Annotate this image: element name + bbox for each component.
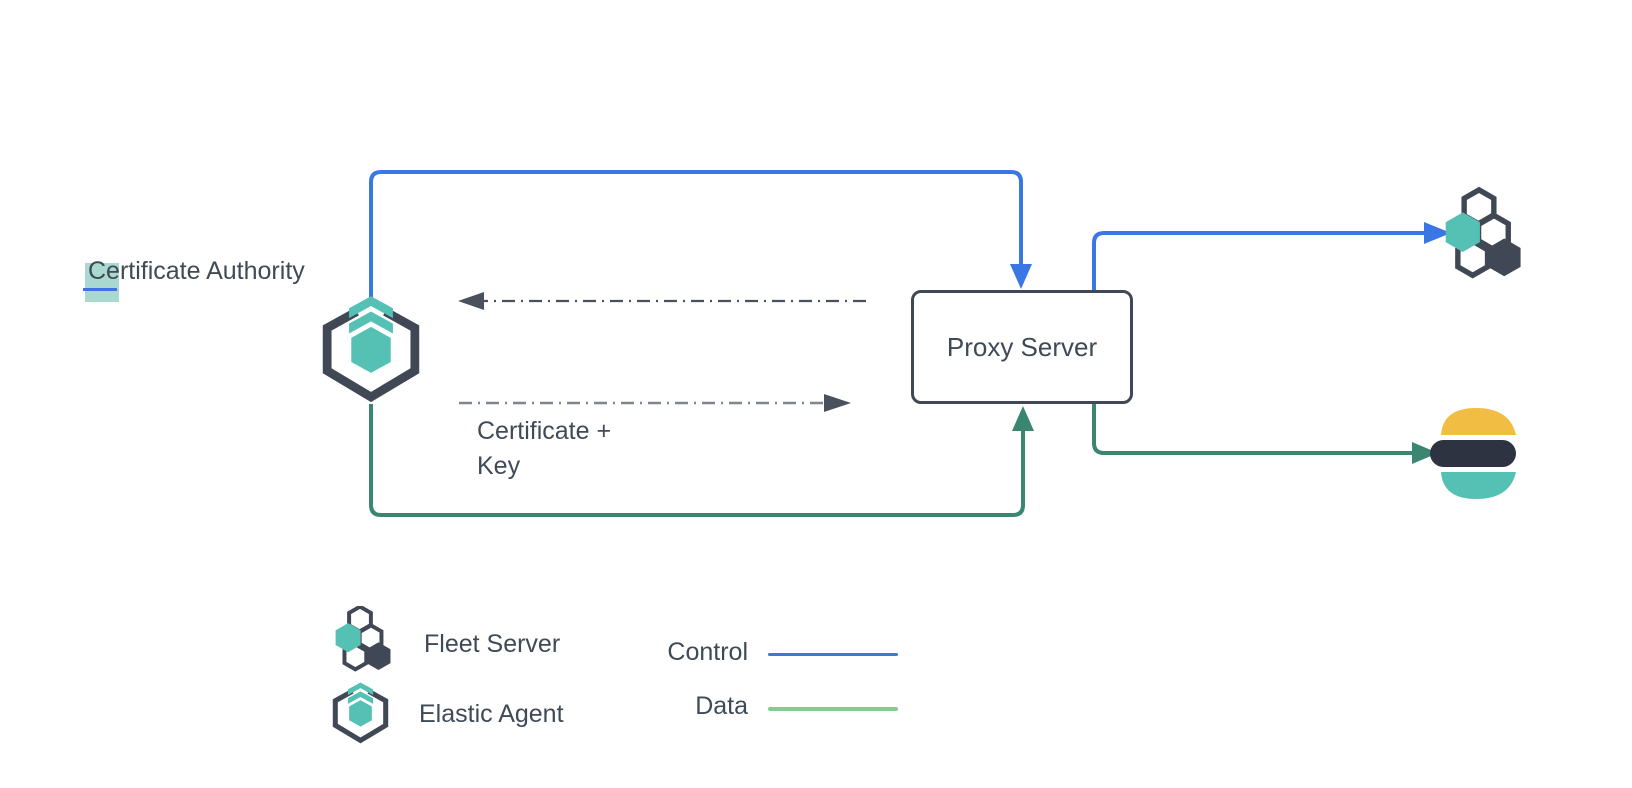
certificate-key-line2: Key <box>477 452 521 480</box>
data-edge-proxy-to-elasticsearch[interactable] <box>1092 404 1412 455</box>
legend-data-label: Data <box>695 692 748 720</box>
legend-data-line-swatch <box>768 707 898 711</box>
legend-elastic-agent-label: Elastic Agent <box>419 700 564 728</box>
certificate-authority-label[interactable]: Certificate Authority <box>88 257 305 285</box>
certificate-exchange-edge-left-arrowhead <box>458 292 484 310</box>
elasticsearch-logo-top-band <box>1441 408 1516 435</box>
elasticsearch-logo-middle-band <box>1430 440 1516 467</box>
data-edge-agent-to-proxy-arrowhead <box>1012 406 1034 431</box>
proxy-server-label: Proxy Server <box>946 331 1098 362</box>
control-edge-agent-to-proxy-arrowhead <box>1010 264 1032 289</box>
fleet-server-icon[interactable] <box>1434 186 1524 282</box>
certificate-key-line1: Certificate + <box>477 417 612 445</box>
data-edge-proxy-to-elasticsearch-arrowhead <box>1412 442 1438 464</box>
elastic-agent-icon[interactable] <box>312 294 430 408</box>
text-cursor-underline <box>83 288 117 291</box>
legend-elastic-agent-icon <box>329 679 392 749</box>
legend-fleet-server-label: Fleet Server <box>424 630 561 658</box>
data-edge-agent-to-proxy[interactable] <box>369 404 1025 517</box>
elasticsearch-logo[interactable] <box>1428 402 1522 502</box>
control-edge-proxy-to-fleet-arrowhead <box>1424 222 1451 244</box>
control-edge-agent-to-proxy[interactable] <box>369 170 1023 299</box>
legend-control-label: Control <box>667 638 748 666</box>
elasticsearch-logo-bottom-band <box>1441 472 1516 499</box>
certificate-key-edge-label[interactable]: Certificate + Key <box>477 414 611 484</box>
control-edge-proxy-to-fleet[interactable] <box>1092 231 1426 290</box>
legend-fleet-server-icon <box>333 606 393 672</box>
legend-control-line-swatch <box>768 653 898 656</box>
proxy-server-node[interactable]: Proxy Server <box>911 290 1133 404</box>
text-selection-highlight <box>85 263 119 302</box>
certificate-key-edge-right-arrowhead <box>824 394 851 412</box>
